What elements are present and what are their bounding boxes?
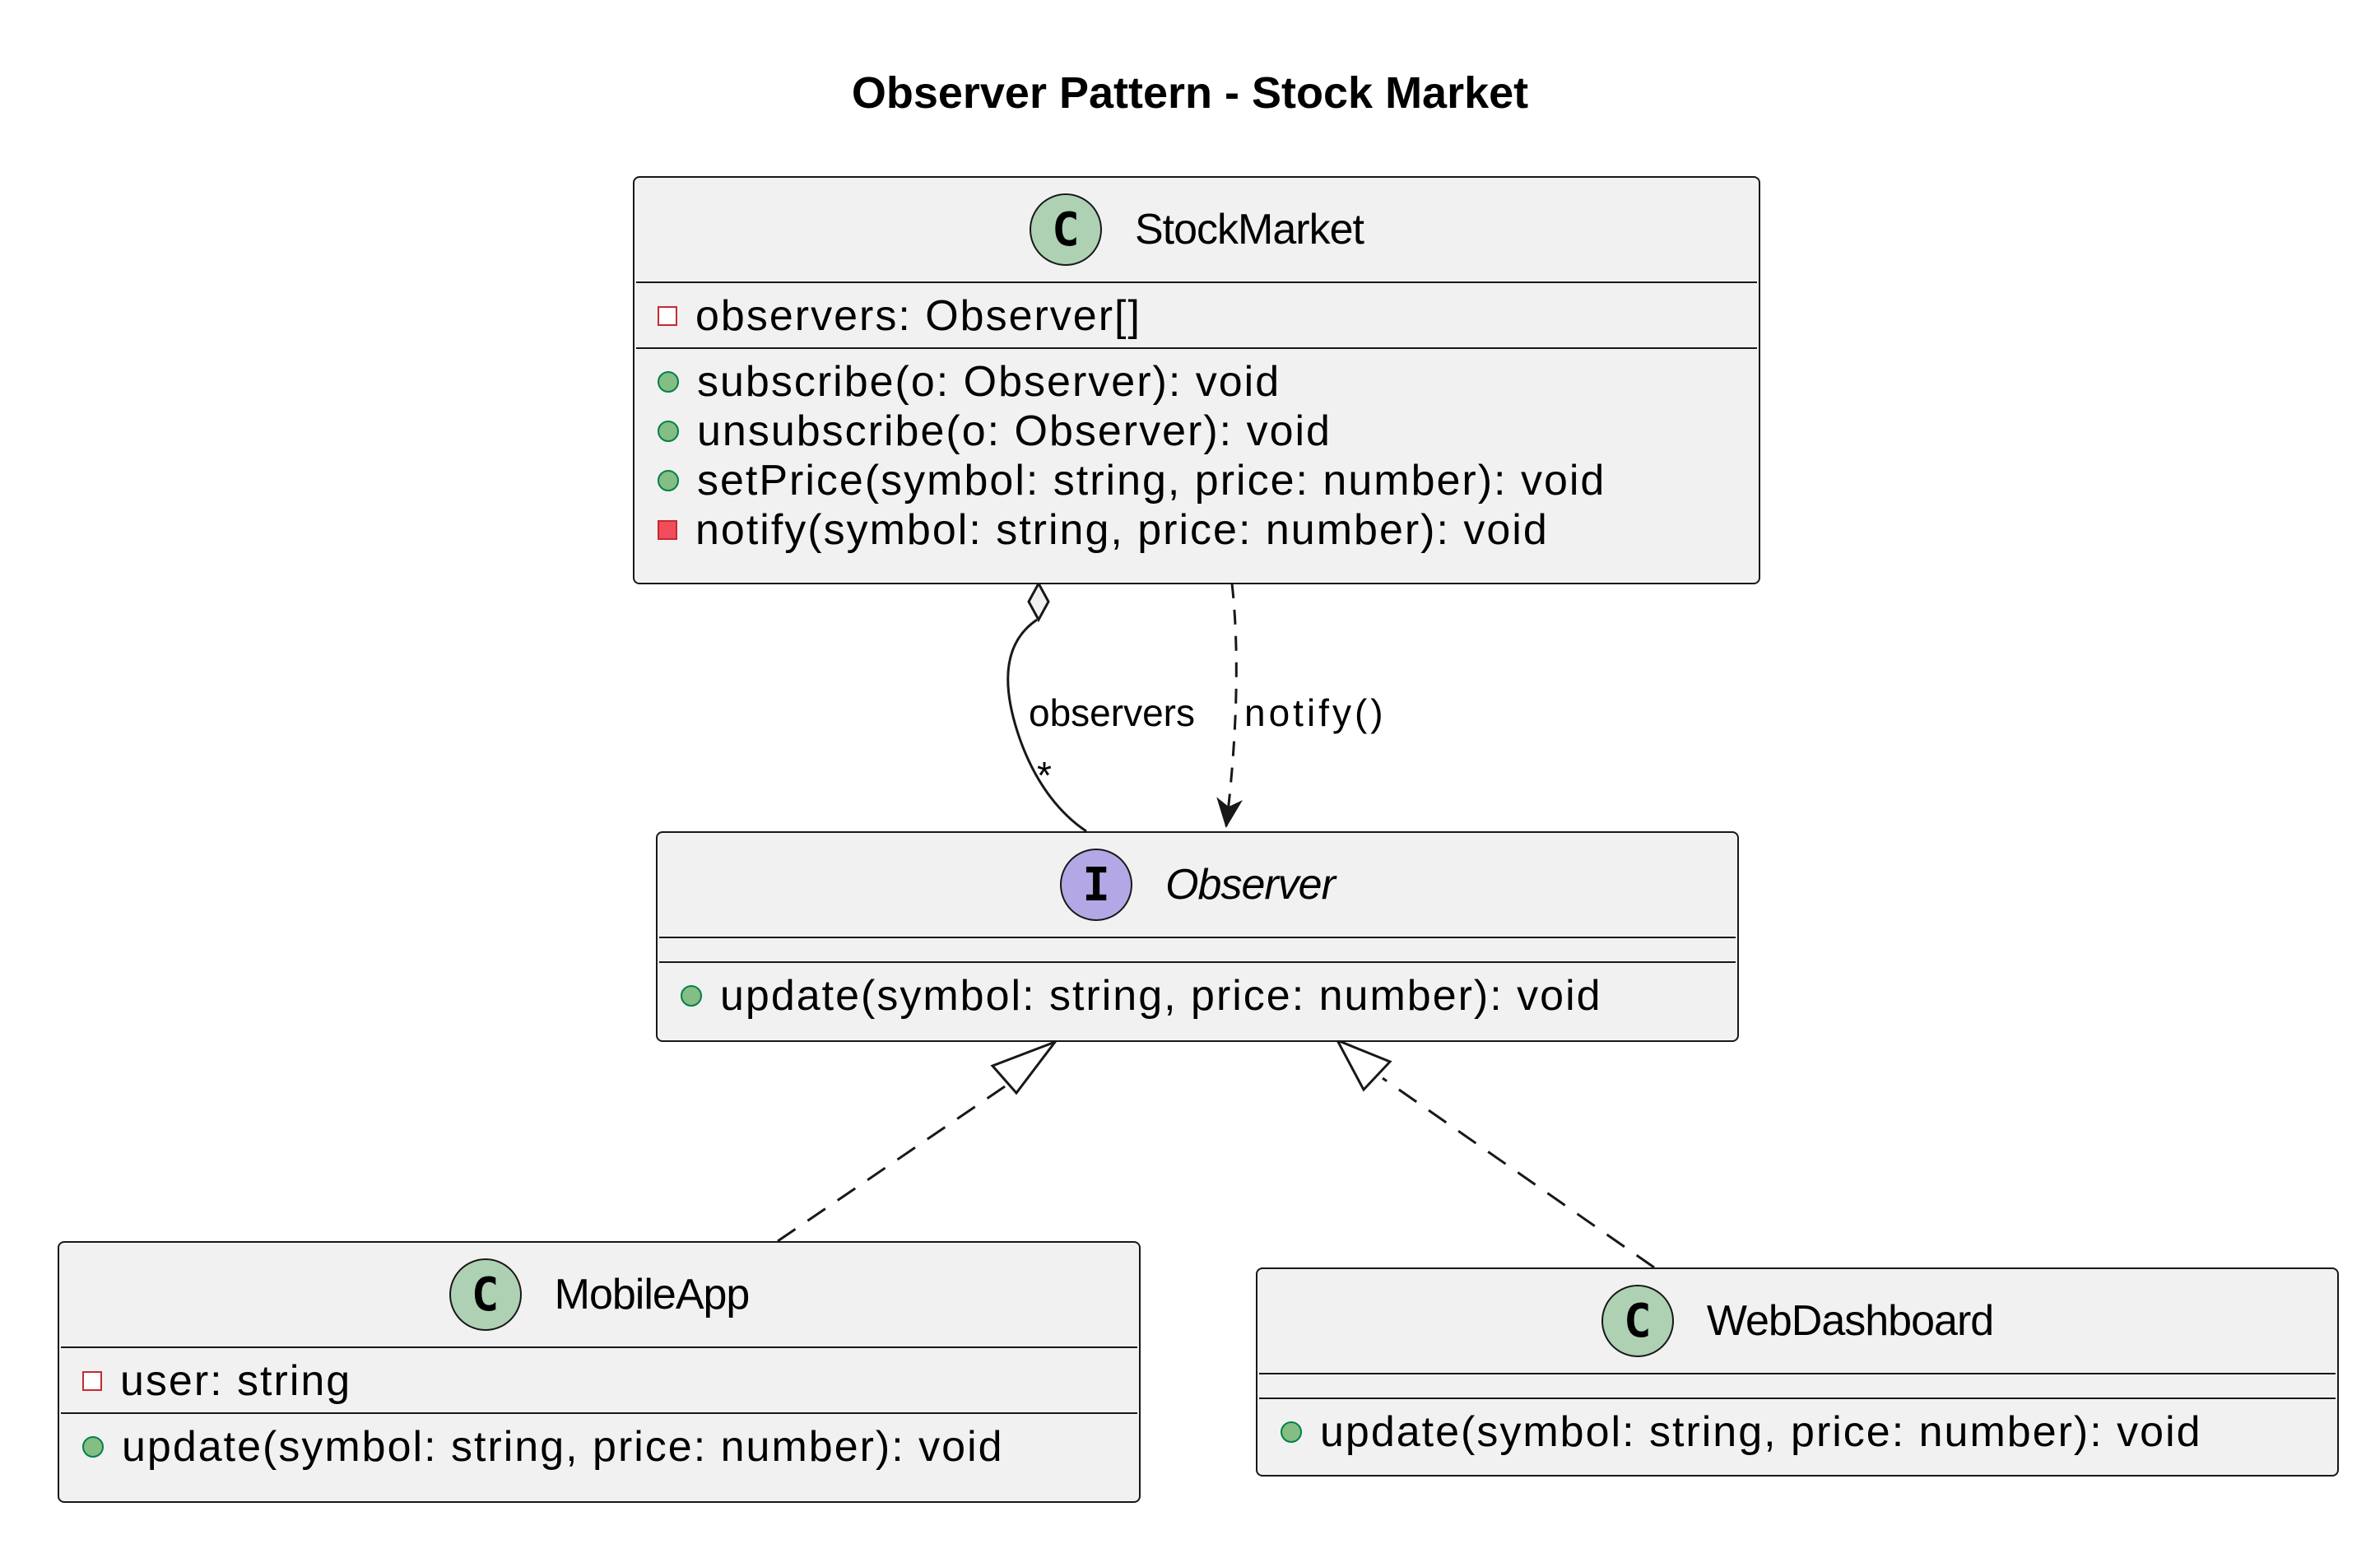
fields-section: observers: Observer[] bbox=[635, 283, 1759, 347]
method-row: notify(symbol: string, price: number): v… bbox=[635, 505, 1759, 555]
class-webdashboard[interactable]: C WebDashboard update(symbol: string, pr… bbox=[1256, 1267, 2339, 1477]
method-row: unsubscribe(o: Observer): void bbox=[635, 407, 1759, 456]
aggregation-diamond-icon bbox=[1027, 580, 1050, 623]
class-header: C StockMarket bbox=[635, 178, 1759, 281]
class-mobileapp[interactable]: C MobileApp user: string update(symbol: … bbox=[58, 1241, 1141, 1503]
class-header: C WebDashboard bbox=[1257, 1269, 2337, 1373]
divider bbox=[659, 961, 1736, 963]
interface-stereotype-icon: I bbox=[1060, 849, 1133, 921]
aggregation-label: observers bbox=[1029, 691, 1195, 734]
method-text: update(symbol: string, price: number): v… bbox=[1320, 1408, 2202, 1456]
method-text: update(symbol: string, price: number): v… bbox=[720, 972, 1602, 1020]
private-field-icon bbox=[82, 1371, 102, 1391]
dependency-label: notify() bbox=[1244, 691, 1387, 734]
fields-section bbox=[1257, 1374, 2337, 1398]
class-name: WebDashboard bbox=[1706, 1297, 1994, 1345]
aggregation-edge: observers * bbox=[1006, 580, 1195, 833]
aggregation-multiplicity: * bbox=[1037, 754, 1052, 797]
class-header: C MobileApp bbox=[59, 1243, 1139, 1346]
class-header: I Observer bbox=[658, 833, 1737, 937]
realization-edge-web bbox=[1334, 1038, 1655, 1269]
class-name: MobileApp bbox=[554, 1271, 751, 1318]
class-stereotype-icon: C bbox=[449, 1258, 522, 1331]
public-method-icon bbox=[658, 470, 679, 491]
class-stereotype-icon: C bbox=[1030, 193, 1102, 266]
realization-triangle-icon bbox=[990, 1039, 1059, 1095]
class-name: StockMarket bbox=[1135, 206, 1364, 253]
public-method-icon bbox=[658, 371, 679, 393]
divider bbox=[636, 281, 1757, 283]
public-method-icon bbox=[1281, 1421, 1302, 1443]
method-text: unsubscribe(o: Observer): void bbox=[697, 407, 1332, 455]
method-row: subscribe(o: Observer): void bbox=[635, 357, 1759, 407]
method-row: update(symbol: string, price: number): v… bbox=[658, 971, 1737, 1021]
method-row: update(symbol: string, price: number): v… bbox=[59, 1422, 1139, 1472]
class-name: Observer bbox=[1165, 861, 1336, 909]
interface-observer[interactable]: I Observer update(symbol: string, price:… bbox=[656, 831, 1739, 1042]
private-field-icon bbox=[658, 306, 677, 326]
field-text: user: string bbox=[120, 1357, 352, 1405]
methods-section: update(symbol: string, price: number): v… bbox=[1257, 1399, 2337, 1463]
realization-triangle-icon bbox=[1334, 1038, 1392, 1092]
realization-edge-mobile bbox=[777, 1039, 1059, 1243]
divider bbox=[1259, 1398, 2336, 1399]
method-text: notify(symbol: string, price: number): v… bbox=[695, 506, 1549, 554]
dependency-edge: notify() bbox=[1216, 583, 1387, 828]
methods-section: update(symbol: string, price: number): v… bbox=[658, 963, 1737, 1027]
methods-section: subscribe(o: Observer): void unsubscribe… bbox=[635, 349, 1759, 561]
public-method-icon bbox=[82, 1436, 104, 1458]
diagram-title: Observer Pattern - Stock Market bbox=[851, 68, 1529, 118]
public-method-icon bbox=[658, 421, 679, 442]
field-row: observers: Observer[] bbox=[635, 291, 1759, 341]
divider bbox=[1259, 1373, 2336, 1374]
public-method-icon bbox=[681, 985, 702, 1007]
class-stereotype-icon: C bbox=[1601, 1285, 1674, 1357]
methods-section: update(symbol: string, price: number): v… bbox=[59, 1414, 1139, 1478]
divider bbox=[61, 1412, 1137, 1414]
method-row: update(symbol: string, price: number): v… bbox=[1257, 1407, 2337, 1457]
method-text: setPrice(symbol: string, price: number):… bbox=[697, 457, 1606, 505]
method-row: setPrice(symbol: string, price: number):… bbox=[635, 456, 1759, 505]
class-stockmarket[interactable]: C StockMarket observers: Observer[] subs… bbox=[633, 176, 1760, 584]
fields-section bbox=[658, 938, 1737, 961]
divider bbox=[659, 937, 1736, 938]
divider bbox=[61, 1346, 1137, 1348]
fields-section: user: string bbox=[59, 1348, 1139, 1412]
field-row: user: string bbox=[59, 1356, 1139, 1406]
private-method-icon bbox=[658, 520, 677, 540]
divider bbox=[636, 347, 1757, 349]
method-text: update(symbol: string, price: number): v… bbox=[122, 1423, 1004, 1471]
method-text: subscribe(o: Observer): void bbox=[697, 358, 1281, 406]
field-text: observers: Observer[] bbox=[695, 292, 1141, 340]
